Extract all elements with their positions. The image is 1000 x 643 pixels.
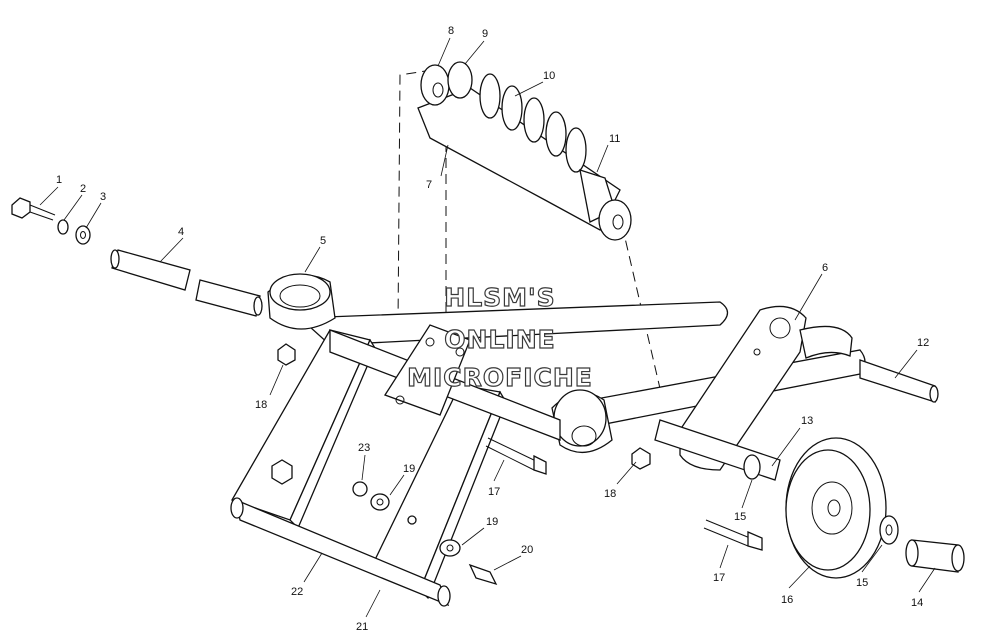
- callout-17-lower: 17: [713, 572, 725, 584]
- part-19-washer-lower: [439, 539, 461, 557]
- callout-8: 8: [448, 25, 454, 37]
- watermark-line-2: ONLINE: [444, 325, 555, 354]
- part-23-nut: [352, 481, 368, 497]
- part-13-axle: [654, 419, 781, 481]
- part-2-lock-washer: [57, 219, 69, 235]
- upper-rail-tube: [298, 301, 729, 346]
- callout-6: 6: [822, 262, 828, 274]
- part-17-bolts: [485, 437, 763, 551]
- part-19-washer-upper: [370, 493, 390, 511]
- part-15-washer-inner: [743, 454, 761, 480]
- part-16-idler-wheel: [785, 437, 887, 579]
- watermark: HLSM'S ONLINE MICROFICHE: [407, 282, 593, 392]
- callout-9: 9: [482, 28, 488, 40]
- callout-20: 20: [521, 544, 533, 556]
- part-mid-cross-sleeve: [551, 389, 613, 453]
- callout-19-upper: 19: [403, 463, 415, 475]
- arm-pivot-plate: [384, 324, 471, 416]
- callout-4: 4: [178, 226, 184, 238]
- part-14-spacer: [905, 539, 965, 573]
- callout-14: 14: [911, 597, 923, 609]
- callout-labels: 1 2 3 4 5 6 7 8 9 10 11 12 13 14 15 15 1…: [56, 25, 929, 633]
- callout-18-left: 18: [255, 399, 267, 411]
- main-swing-arm: [230, 324, 561, 607]
- part-4-spacer-tubes: [110, 249, 263, 317]
- callout-2: 2: [80, 183, 86, 195]
- shock-absorber: [417, 61, 632, 241]
- callout-5: 5: [320, 235, 326, 247]
- callout-13: 13: [801, 415, 813, 427]
- callout-15-outer: 15: [856, 577, 868, 589]
- part-20-bolt: [468, 563, 498, 586]
- part-10-spring: [479, 73, 587, 173]
- callout-18-right: 18: [604, 488, 616, 500]
- callout-3: 3: [100, 191, 106, 203]
- callout-10: 10: [543, 70, 555, 82]
- parts-19-20-23: [352, 481, 498, 586]
- callout-7: 7: [426, 179, 432, 191]
- callout-15-inner: 15: [734, 511, 746, 523]
- callout-17-upper: 17: [488, 486, 500, 498]
- callout-16: 16: [781, 594, 793, 606]
- part-15-washer-outer: [879, 515, 899, 545]
- watermark-line-3: MICROFICHE: [407, 363, 593, 392]
- callout-11: 11: [609, 133, 620, 145]
- part-9-spring-seat: [447, 61, 473, 99]
- part-18-nuts: [277, 343, 651, 470]
- alignment-line-left: [397, 69, 433, 326]
- watermark-line-1: HLSM'S: [444, 283, 555, 312]
- callout-19-lower: 19: [486, 516, 498, 528]
- part-1-bolt-head: [11, 197, 31, 219]
- callout-1: 1: [56, 174, 62, 186]
- part-12-shaft-stub: [859, 359, 939, 403]
- part-6-upper-bracket: [679, 305, 853, 471]
- callout-21: 21: [356, 621, 368, 633]
- part-5-cross-sleeve: [267, 273, 336, 330]
- leader-lines: [39, 37, 936, 618]
- parts-1-3-bolt-washers: [11, 197, 91, 245]
- callout-12: 12: [917, 337, 929, 349]
- callout-23: 23: [358, 442, 370, 454]
- part-3-washer: [75, 225, 91, 245]
- callout-22: 22: [291, 586, 303, 598]
